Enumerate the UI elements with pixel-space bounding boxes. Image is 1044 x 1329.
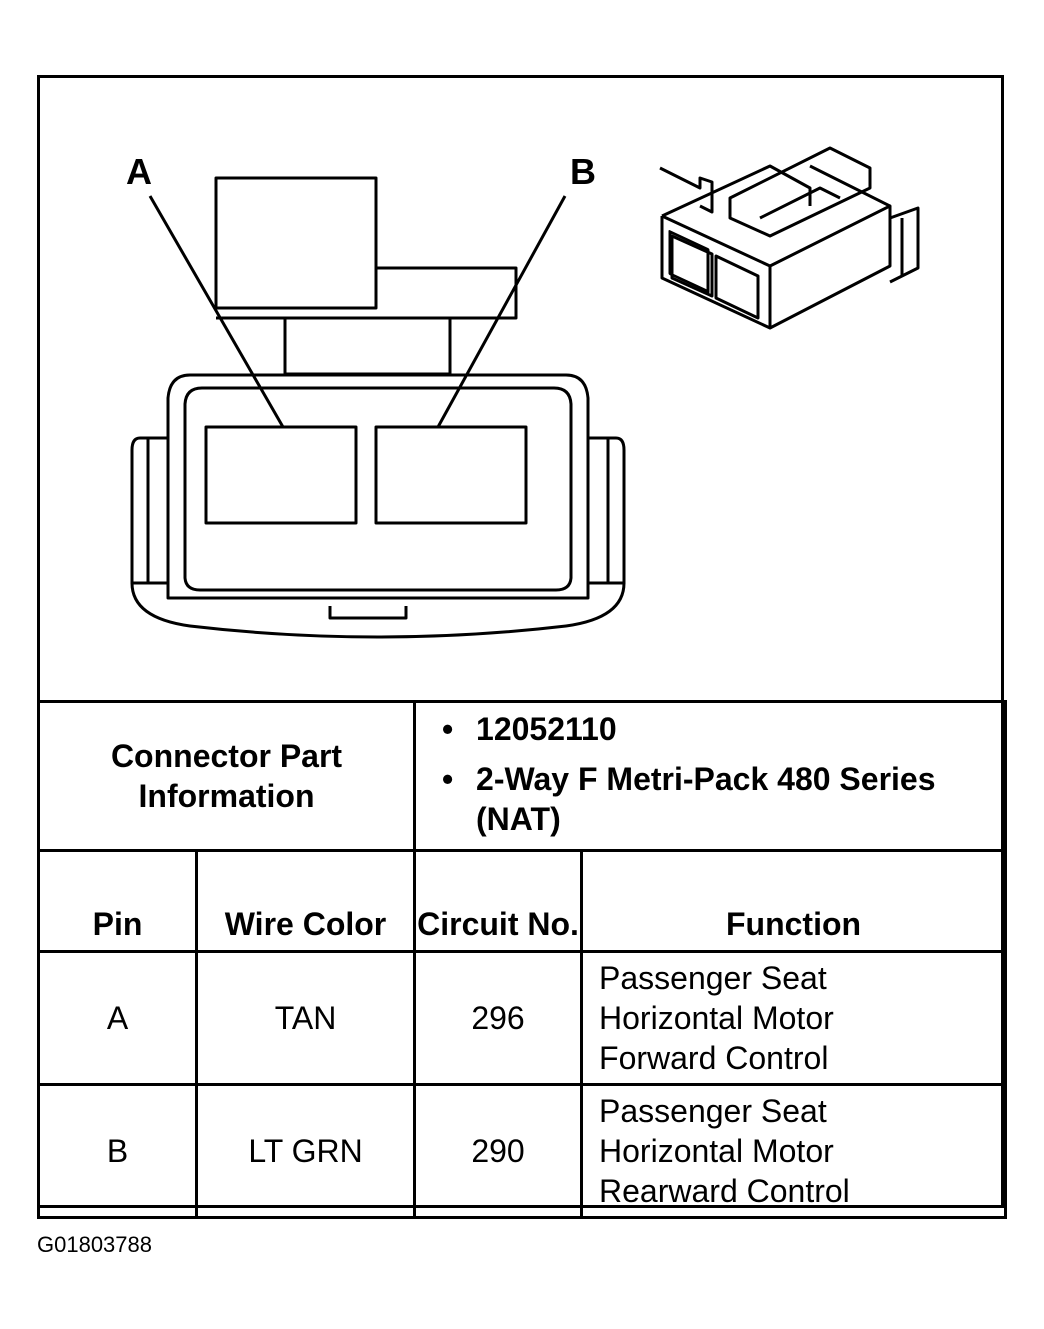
connector-diagram: A B — [40, 78, 1001, 703]
latch-block — [214, 176, 378, 310]
table-row: A TAN 296 Passenger Seat Horizontal Moto… — [37, 950, 1008, 1086]
housing-outer — [166, 373, 590, 600]
function-line: Forward Control — [599, 1040, 829, 1076]
left-rib — [130, 436, 168, 585]
connector-info-values: 12052110 2-Way F Metri-Pack 480 Series (… — [413, 700, 1008, 852]
part-number: 12052110 — [442, 709, 1004, 749]
function-line: Passenger Seat — [599, 1093, 827, 1129]
diagram-frame: A B Connector Part Information 12052110 … — [36, 75, 1008, 1219]
connector-pinout-table: Connector Part Information 12052110 2-Wa… — [36, 700, 1008, 1219]
wire-color-cell: TAN — [194, 950, 417, 1086]
part-description: 2-Way F Metri-Pack 480 Series (NAT) — [442, 759, 1004, 839]
housing-base — [130, 582, 626, 639]
cavity-b — [374, 425, 528, 525]
cavity-a — [204, 425, 358, 525]
circuit-cell: 290 — [413, 1083, 584, 1219]
header-function: Function — [580, 849, 1008, 953]
connector-info-row: Connector Part Information 12052110 2-Wa… — [36, 700, 1008, 852]
pin-cell: A — [37, 950, 198, 1086]
pin-cell: B — [37, 1083, 198, 1219]
connector-drawing: A B — [126, 146, 920, 639]
leader-b — [436, 195, 567, 428]
figure-id: G01803788 — [37, 1232, 152, 1257]
function-line: Rearward Control — [599, 1173, 850, 1209]
function-line: Horizontal Motor — [599, 1133, 834, 1169]
base-tab — [328, 606, 408, 620]
function-line: Horizontal Motor — [599, 1000, 834, 1036]
leader-a — [148, 195, 285, 428]
wire-color-cell: LT GRN — [194, 1083, 417, 1219]
header-wire-color: Wire Color — [194, 849, 417, 953]
header-circuit: Circuit No. — [413, 849, 584, 953]
pin-label-b: B — [570, 151, 596, 192]
latch-ledge — [216, 266, 518, 320]
function-line: Passenger Seat — [599, 960, 827, 996]
function-cell: Passenger Seat Horizontal Motor Rearward… — [580, 1083, 1008, 1219]
connector-iso-view — [659, 146, 920, 330]
part-list: 12052110 2-Way F Metri-Pack 480 Series (… — [416, 703, 1004, 839]
right-rib — [588, 436, 626, 585]
table-row: B LT GRN 290 Passenger Seat Horizontal M… — [37, 1083, 1008, 1219]
circuit-cell: 296 — [413, 950, 584, 1086]
latch-neck — [283, 316, 452, 376]
function-cell: Passenger Seat Horizontal Motor Forward … — [580, 950, 1008, 1086]
header-row: Pin Wire Color Circuit No. Function — [37, 849, 1008, 953]
housing-inner — [183, 386, 573, 592]
connector-info-label: Connector Part Information — [36, 700, 417, 852]
pin-label-a: A — [126, 151, 152, 192]
header-pin: Pin — [37, 849, 198, 953]
